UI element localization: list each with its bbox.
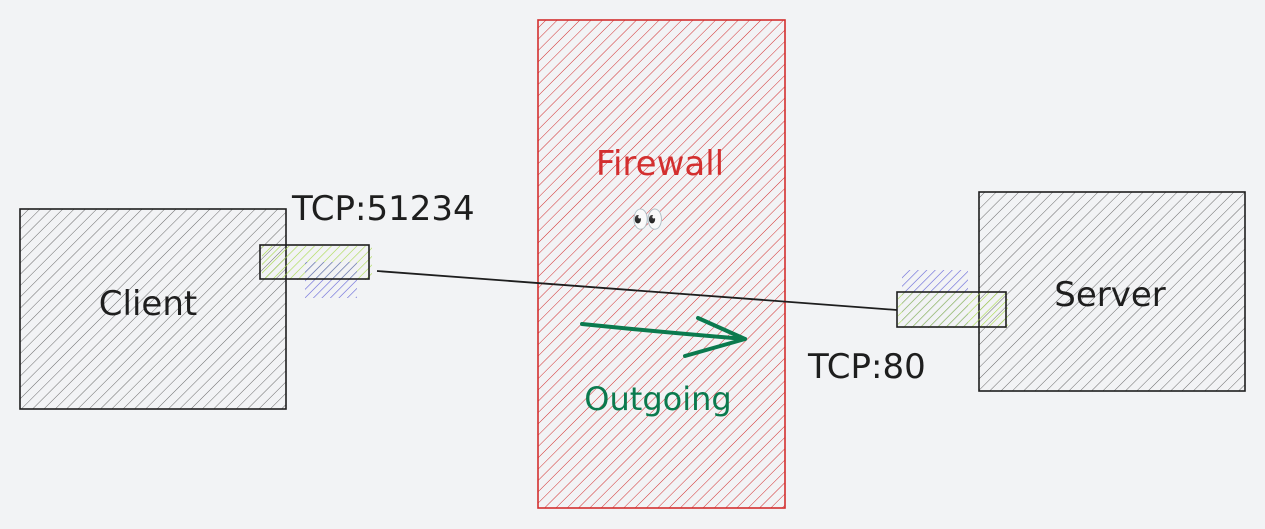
client-port: [259, 244, 372, 298]
server-label: Server: [1054, 275, 1166, 315]
client-label: Client: [99, 284, 197, 324]
outgoing-arrow: [580, 316, 747, 358]
outgoing-label: Outgoing: [584, 380, 731, 418]
connection-line: [376, 270, 898, 311]
client-port-label: TCP:51234: [291, 189, 475, 229]
server-port-label: TCP:80: [807, 347, 926, 387]
server-box: [978, 191, 1246, 392]
firewall-label: Firewall: [596, 144, 724, 184]
client-box: [19, 208, 287, 410]
firewall-box: [537, 19, 786, 509]
server-port: [896, 270, 1008, 328]
eyes-emoji: 👀: [632, 205, 664, 235]
